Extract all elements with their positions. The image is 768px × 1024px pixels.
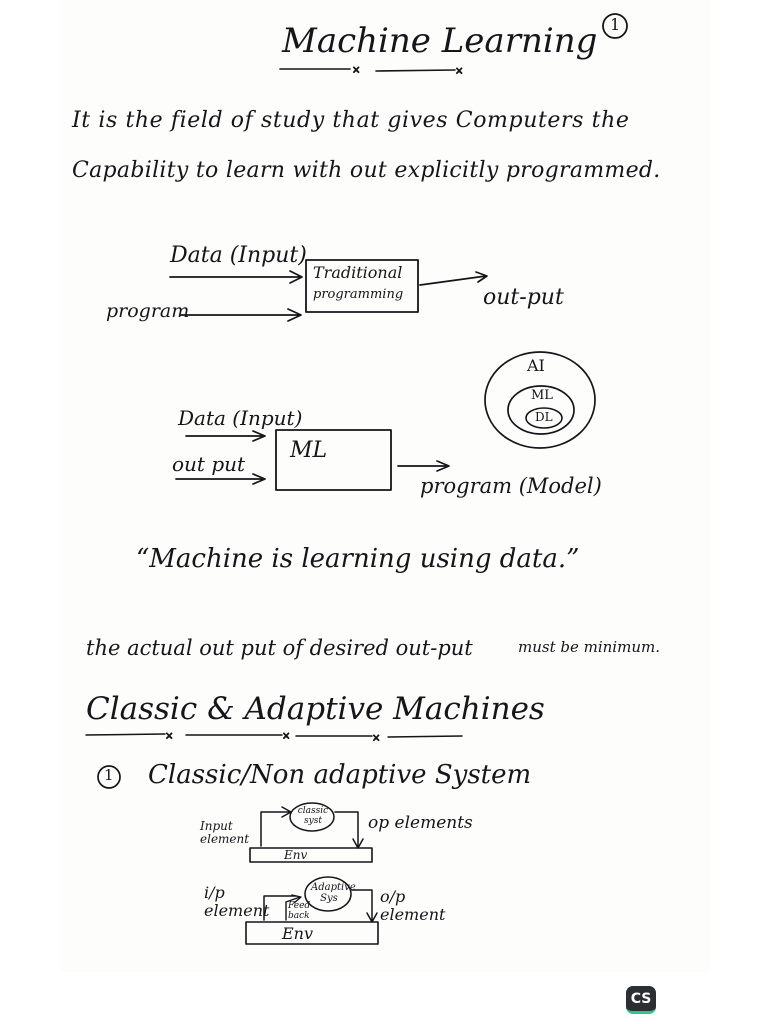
classic-input-bracket — [260, 806, 292, 847]
ml-data-arrow — [185, 430, 266, 442]
quote-line: “Machine is learning using data.” — [136, 544, 580, 574]
venn-middle-ml — [507, 385, 575, 435]
item-title: Classic/Non adaptive System — [148, 760, 532, 790]
adaptive-feedback-loop — [285, 894, 302, 921]
traditional-output-arrow — [419, 271, 488, 286]
venn-inner-dl — [525, 407, 563, 429]
ml-box-label: ML — [290, 438, 328, 463]
venn-ml-label: ML — [531, 388, 553, 403]
traditional-box-line-1: Traditional — [313, 263, 403, 282]
traditional-box-line-2: programming — [313, 287, 404, 302]
svg-text:×: × — [352, 65, 360, 76]
classic-output-arrow — [334, 811, 364, 849]
page-title: Machine Learning — [282, 21, 598, 61]
adaptive-input-label: i/p element — [204, 883, 270, 920]
traditional-box — [305, 259, 419, 313]
traditional-output-label: out-put — [483, 285, 564, 310]
svg-text:×: × — [165, 731, 173, 742]
note-line-main: the actual out put of desired out-put — [86, 636, 473, 660]
ml-result-label: program (Model) — [420, 474, 602, 498]
classic-input-label: Input element — [200, 819, 250, 847]
traditional-data-label: Data (Input) — [170, 243, 307, 268]
ml-box — [275, 429, 392, 491]
definition-line-2: Capability to learn with out explicitly … — [72, 158, 661, 183]
paper-sheet — [60, 0, 710, 972]
section-underline — [85, 733, 463, 738]
ml-output-label: out put — [172, 452, 246, 476]
definition-line-1: It is the field of study that gives Comp… — [72, 108, 630, 133]
scanner-badge: CS — [626, 986, 656, 1014]
classic-system-label: classic syst — [297, 806, 329, 826]
section-heading: Classic & Adaptive Machines — [86, 691, 545, 727]
svg-text:×: × — [282, 731, 290, 742]
venn-dl-label: DL — [535, 410, 553, 424]
svg-text:×: × — [372, 733, 380, 744]
item-number: 1 — [104, 766, 114, 784]
adaptive-input-bracket — [263, 895, 297, 921]
adaptive-feedback-label: Feed back — [288, 901, 311, 921]
note-line-tail: must be minimum. — [518, 638, 660, 656]
ml-result-arrow — [397, 460, 450, 472]
item-number-circle — [97, 765, 121, 789]
classic-env-box — [249, 847, 373, 863]
adaptive-env-box — [245, 921, 379, 945]
ml-output-arrow — [175, 473, 266, 485]
ml-data-label: Data (Input) — [178, 406, 303, 430]
adaptive-env-label: Env — [282, 924, 314, 943]
venn-ai-label: AI — [527, 356, 545, 375]
data-input-arrow — [169, 270, 303, 284]
traditional-program-label: program — [106, 300, 190, 322]
program-arrow — [179, 308, 302, 322]
page-number: 1 — [610, 15, 621, 34]
classic-output-label: op elements — [368, 813, 473, 833]
page-number-circle — [602, 13, 628, 39]
classic-env-label: Env — [284, 848, 308, 862]
svg-text:×: × — [455, 66, 463, 77]
adaptive-system-circle — [304, 876, 352, 912]
adaptive-output-arrow — [351, 889, 378, 923]
venn-outer-ai — [484, 351, 596, 449]
adaptive-output-label: o/p element — [380, 887, 446, 924]
adaptive-system-label: Adaptive Sys — [311, 882, 356, 904]
classic-system-circle — [289, 802, 335, 832]
title-underline — [279, 68, 456, 72]
